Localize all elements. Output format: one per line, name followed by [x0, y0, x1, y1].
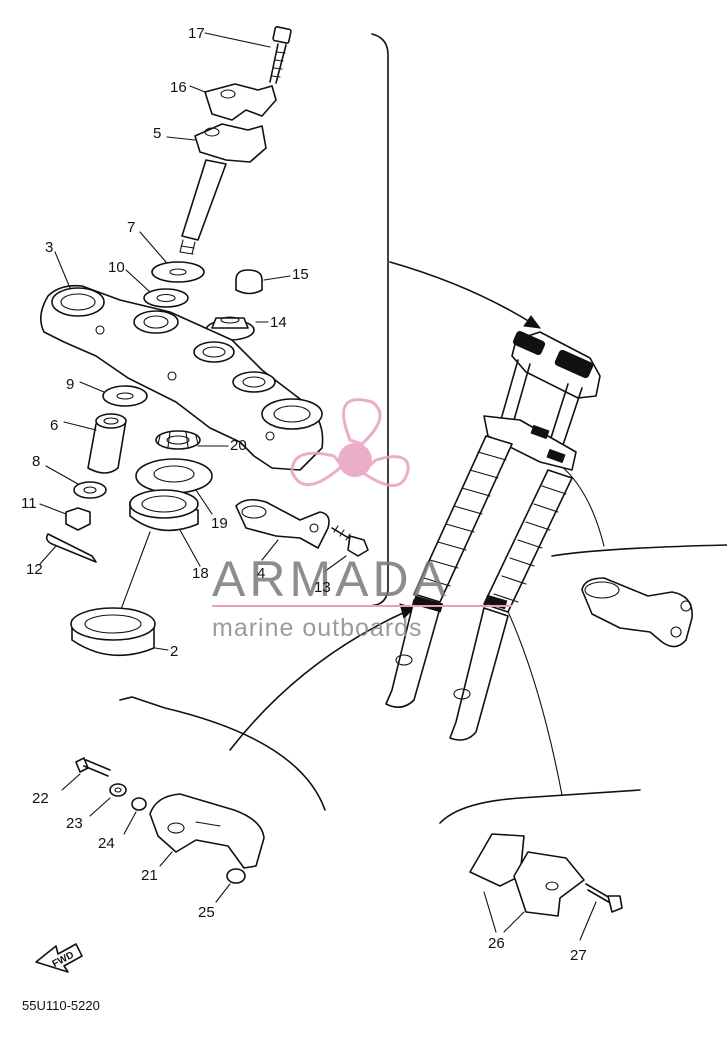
watermark-subtitle: marine outboards — [212, 614, 423, 642]
part-8-washer — [45, 465, 107, 499]
part-9-washer — [79, 381, 148, 407]
callout-5: 5 — [153, 125, 161, 142]
part-11-nut — [39, 503, 91, 531]
watermark: ARMADA marine outboards — [212, 398, 512, 642]
part-6-collar — [63, 413, 127, 474]
callout-2: 2 — [170, 643, 178, 660]
callout-13: 13 — [314, 579, 331, 596]
callout-17: 17 — [188, 25, 205, 42]
diagram-code: 55U110-5220 — [22, 998, 100, 1013]
part-7-washer — [139, 231, 205, 283]
callout-11: 11 — [21, 495, 37, 512]
front-fork-assembly — [385, 330, 601, 741]
part-22-bolt — [61, 757, 111, 791]
part-18-bearing — [119, 489, 201, 613]
callout-8: 8 — [32, 453, 40, 470]
callout-12: 12 — [26, 561, 43, 578]
part-10-washer — [125, 269, 189, 308]
callout-4: 4 — [257, 565, 265, 582]
part-15-cap — [235, 269, 291, 295]
callout-10: 10 — [108, 259, 125, 276]
callout-21: 21 — [141, 867, 158, 884]
callout-16: 16 — [170, 79, 187, 96]
callout-14: 14 — [270, 314, 287, 331]
callout-9: 9 — [66, 376, 74, 393]
callout-19: 19 — [211, 515, 228, 532]
callout-22: 22 — [32, 790, 49, 807]
part-12-cotter-pin — [39, 533, 97, 565]
detail-frames — [119, 33, 727, 824]
callout-24: 24 — [98, 835, 115, 852]
part-5-steering-stem — [166, 123, 267, 255]
part-23-washer — [89, 783, 127, 817]
part-24-collar — [123, 797, 147, 835]
pointer-arrows — [229, 261, 605, 796]
part-20-ring-nut — [155, 430, 229, 450]
callout-labels: 17 16 5 7 10 15 14 3 9 6 20 8 19 11 4 12… — [21, 25, 587, 964]
callout-25: 25 — [198, 904, 215, 921]
part-13-bolt — [323, 525, 369, 573]
fwd-arrow-icon: FWD — [35, 943, 83, 973]
part-3-upper-bracket — [40, 251, 324, 471]
part-16-holder-upper — [189, 83, 277, 121]
callout-18: 18 — [192, 565, 209, 582]
propeller-logo-icon — [290, 398, 410, 487]
watermark-title: ARMADA — [212, 551, 450, 607]
part-25-nut — [215, 868, 246, 903]
part-27-bolt — [579, 883, 623, 941]
callout-7: 7 — [127, 219, 135, 236]
callout-20: 20 — [230, 437, 247, 454]
callout-27: 27 — [570, 947, 587, 964]
callout-23: 23 — [66, 815, 83, 832]
callout-26: 26 — [488, 935, 505, 952]
callout-6: 6 — [50, 417, 58, 434]
part-4-detail-inset — [581, 577, 693, 648]
callout-3: 3 — [45, 239, 53, 256]
part-4-clamp — [235, 498, 330, 561]
part-17-bolt — [204, 26, 292, 84]
part-2-bearing-race — [70, 607, 169, 657]
callout-15: 15 — [292, 266, 309, 283]
part-21-holder — [149, 793, 265, 869]
part-26-holder-pair — [469, 833, 585, 933]
